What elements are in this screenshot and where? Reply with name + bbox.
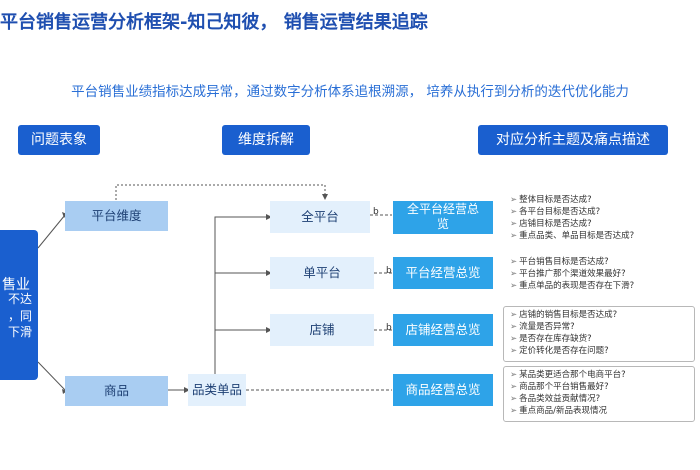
header-problem: 问题表象 (18, 125, 100, 155)
topic-all-platform: 全平台经营总 览 (393, 201, 493, 234)
header-topics: 对应分析主题及痛点描述 (478, 125, 668, 155)
platform-dimension-box: 平台维度 (65, 201, 168, 231)
bullet-item: ➢店铺目标是否达成? (510, 219, 592, 229)
bullet-item: ➢各平台目标是否达成? (510, 207, 601, 217)
bullets-store: ➢店铺的销售目标是否达成? ➢流量是否异常? ➢是否存在库存缺货? ➢定价转化是… (503, 306, 695, 362)
problem-text-2: 不达 (8, 292, 33, 306)
problem-panel: 售业 不达 ，同 下滑 (0, 230, 38, 380)
problem-text-3: ，同 (8, 309, 33, 323)
single-platform-box: 单平台 (270, 257, 374, 289)
bullet-item: ➢店铺的销售目标是否达成? (510, 310, 618, 320)
bullet-item: ➢是否存在库存缺货? (510, 334, 592, 344)
bullet-item: ➢定价转化是否存在问题? (510, 346, 609, 356)
bullet-item: ➢重点商品/新品表现情况 (510, 406, 607, 416)
page-title: 平台销售运营分析框架-知己知彼， 销售运营结果追踪 (0, 12, 428, 33)
bullet-item: ➢重点品类、单品目标是否达成? (510, 231, 635, 241)
bullet-item: ➢平台销售目标是否达成? (510, 257, 609, 267)
header-dimension: 维度拆解 (222, 125, 310, 155)
topic-single-platform: 平台经营总览 (393, 257, 493, 289)
bullet-item: ➢各品类效益贡献情况? (510, 394, 601, 404)
bullet-item: ➢重点单品的表现是否存在下滑? (510, 281, 635, 291)
store-box: 店铺 (270, 314, 374, 346)
topic-all-line2: 览 (436, 217, 449, 231)
bullets-goods: ➢某品类更适合那个电商平台? ➢商品那个平台销售最好? ➢各品类效益贡献情况? … (503, 366, 695, 422)
problem-text-4: 下滑 (8, 325, 33, 339)
bullets-all-platform: ➢整体目标是否达成? ➢各平台目标是否达成? ➢店铺目标是否达成? ➢重点品类、… (510, 194, 634, 242)
page-subtitle: 平台销售业绩指标达成异常，通过数字分析体系追根溯源， 培养从执行到分析的迭代优化… (71, 84, 629, 100)
connector-label-b: b (373, 207, 379, 217)
bullet-item: ➢流量是否异常? (510, 322, 575, 332)
bullet-item: ➢平台推广那个渠道效果最好? (510, 269, 626, 279)
topic-goods: 商品经营总览 (393, 374, 493, 406)
topic-store: 店铺经营总览 (393, 314, 493, 346)
category-item-box: 品类单品 (188, 374, 246, 406)
bullet-item: ➢某品类更适合那个电商平台? (510, 370, 626, 380)
problem-text-1: 售业 (2, 277, 30, 293)
connector-label-b: b (386, 323, 392, 333)
all-platform-box: 全平台 (270, 201, 370, 233)
connector-label-b: b (386, 266, 392, 276)
goods-box: 商品 (65, 376, 168, 406)
bullet-item: ➢商品那个平台销售最好? (510, 382, 609, 392)
bullets-single-platform: ➢平台销售目标是否达成? ➢平台推广那个渠道效果最好? ➢重点单品的表现是否存在… (510, 256, 634, 292)
topic-all-line1: 全平台经营总 (406, 202, 479, 216)
bullet-item: ➢整体目标是否达成? (510, 195, 592, 205)
